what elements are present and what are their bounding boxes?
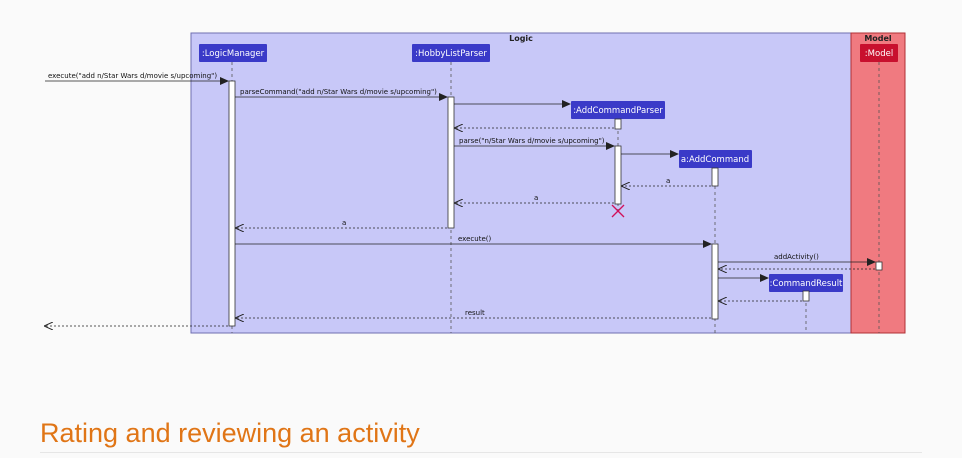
activation-add-command-parser-2 — [614, 145, 622, 205]
activation-bars — [228, 80, 883, 327]
message-labels: execute("add n/Star Wars d/movie s/upcom… — [48, 72, 819, 317]
participant-add-command-parser-label: :AddCommandParser — [573, 106, 663, 116]
participant-command-result-label: :CommandResult — [770, 279, 843, 289]
msg-execute-label: execute() — [458, 235, 491, 243]
activation-command-result — [802, 290, 810, 302]
msg-return-a-1-label: a — [666, 177, 670, 185]
participant-add-command-label: a:AddCommand — [681, 155, 749, 165]
participant-logic-manager-label: :LogicManager — [202, 49, 265, 59]
participant-add-command-parser[interactable] — [571, 101, 665, 119]
logic-package-label: Logic — [509, 34, 533, 43]
msg-return-a-2-label: a — [534, 194, 538, 202]
model-package — [850, 32, 906, 334]
activation-logic-manager — [228, 80, 236, 327]
activation-add-command-2 — [711, 243, 719, 320]
msg-add-activity-label: addActivity() — [774, 253, 819, 261]
divider — [40, 452, 922, 453]
msg-execute-input-label: execute("add n/Star Wars d/movie s/upcom… — [48, 72, 217, 80]
msg-return-a-3-label: a — [342, 219, 346, 227]
msg-result-label: result — [465, 309, 485, 317]
participant-command-result[interactable] — [769, 274, 843, 292]
participant-add-command[interactable] — [679, 150, 752, 168]
activation-add-command-1 — [711, 167, 719, 187]
activation-model — [875, 261, 883, 271]
sequence-diagram-svg: Logic Model :LogicManager :HobbyListPars… — [0, 32, 906, 334]
logic-package — [190, 32, 852, 334]
msg-parse-command-label: parseCommand("add n/Star Wars d/movie s/… — [240, 88, 437, 96]
participant-model-label: :Model — [865, 49, 893, 59]
activation-hobby-list-parser — [447, 96, 455, 229]
msg-parse-label: parse("n/Star Wars d/movie s/upcoming") — [459, 137, 605, 145]
participant-hobby-list-parser-label: :HobbyListParser — [415, 49, 487, 59]
section-heading: Rating and reviewing an activity — [40, 418, 420, 448]
messages — [45, 77, 876, 326]
model-package-label: Model — [864, 34, 892, 43]
participant-logic-manager[interactable] — [199, 44, 267, 62]
participant-hobby-list-parser[interactable] — [412, 44, 490, 62]
destroy-icon — [611, 204, 625, 218]
activation-add-command-parser-1 — [614, 118, 622, 130]
participant-model[interactable] — [860, 44, 898, 62]
sequence-diagram: Logic Model :LogicManager :HobbyListPars… — [0, 32, 906, 334]
